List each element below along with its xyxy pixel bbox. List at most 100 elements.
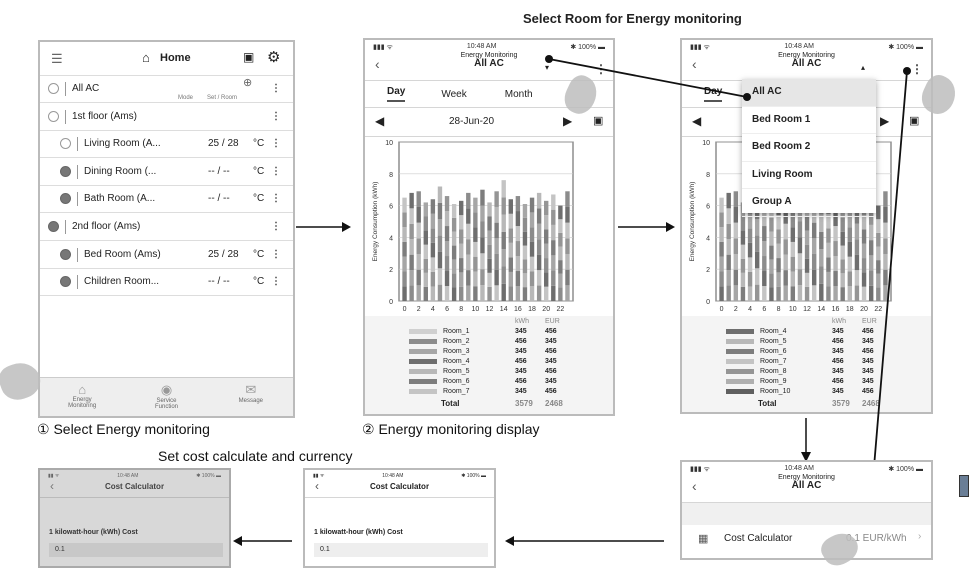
bar-segment (529, 271, 535, 287)
gear-icon[interactable]: ⚙ (267, 49, 281, 66)
bar-segment (726, 239, 731, 255)
chevron-right-icon: › (918, 531, 922, 542)
back-icon[interactable]: ‹ (315, 479, 319, 493)
bar (726, 192, 731, 301)
tab-message[interactable]: ✉Message (209, 378, 293, 416)
home-row-label: Living Room (A... (84, 138, 161, 149)
legend-kwh: 456 (515, 357, 527, 365)
home-row-label: Bed Room (Ams) (84, 249, 161, 260)
back-icon[interactable]: ‹ (375, 56, 380, 72)
total-eur: 2468 (545, 398, 563, 408)
bar (423, 202, 428, 301)
legend-kwh: 345 (515, 387, 527, 395)
row-more-icon[interactable]: ⋮ (271, 193, 281, 204)
signal-icon: ▮▮ ᯤ (313, 473, 325, 479)
row-more-icon[interactable]: ⋮ (271, 138, 281, 149)
add-icon[interactable]: ⊕ (243, 77, 253, 89)
home-row[interactable]: All AC⋮ (40, 75, 293, 103)
bar-segment (747, 213, 753, 229)
bar-segment (819, 231, 824, 250)
back-icon[interactable]: ‹ (692, 478, 697, 494)
cost-input[interactable]: 0.1 (314, 543, 488, 557)
bar-segment (811, 238, 817, 254)
more-icon[interactable]: ⋮ (911, 62, 923, 76)
date-nav: ◀ 28-Jun-20 ▶ ▣ (365, 108, 613, 137)
home-row[interactable]: 1st floor (Ams) ⋮ (40, 103, 293, 131)
cost-calculator-row[interactable]: ▦ Cost Calculator 0.1 EUR/kWh › (682, 525, 931, 555)
bar-segment (529, 227, 535, 242)
bar-segment (480, 253, 485, 270)
bar-segment (840, 273, 845, 288)
back-icon[interactable]: ‹ (692, 56, 697, 72)
tab-day[interactable]: Day (387, 86, 406, 102)
legend-swatch (409, 358, 437, 364)
legend-swatch (409, 378, 437, 384)
bar-segment (501, 180, 506, 198)
bar-segment (804, 272, 810, 287)
menu-icon[interactable]: ☰ (51, 51, 63, 66)
room-dropdown-icon[interactable]: ▴ (861, 63, 866, 72)
dropdown-item[interactable]: All AC (742, 79, 876, 107)
status-time: 10:48 AM (784, 465, 814, 472)
eur-header: EUR (545, 317, 560, 325)
bar-segment (480, 269, 485, 286)
dropdown-item[interactable]: Group A (742, 189, 876, 217)
bar-segment (861, 286, 867, 301)
bar-segment (444, 286, 450, 301)
row-more-icon[interactable]: ⋮ (271, 166, 281, 177)
home-row[interactable]: Bed Room (Ams)25 / 28°C⋮ (40, 241, 293, 269)
kwh-header: kWh (515, 317, 529, 325)
dropdown-item[interactable]: Bed Room 1 (742, 107, 876, 134)
back-icon[interactable]: ‹ (50, 479, 54, 493)
home-row[interactable]: 2nd floor (Ams)⋮ (40, 213, 293, 241)
bar-segment (847, 256, 853, 272)
schedule-icon[interactable]: ▣ (243, 50, 255, 64)
next-date-icon[interactable]: ▶ (880, 114, 890, 128)
dropdown-item[interactable]: Bed Room 2 (742, 134, 876, 162)
row-more-icon[interactable]: ⋮ (271, 221, 281, 232)
home-row[interactable]: Dining Room (...-- / --°C⋮ (40, 158, 293, 186)
calendar-icon[interactable]: ▣ (593, 115, 604, 127)
bar-segment (876, 246, 881, 261)
bar-segment (466, 192, 471, 209)
bar-segment (515, 271, 521, 287)
bar-segment (840, 217, 845, 232)
next-date-icon[interactable]: ▶ (563, 114, 573, 128)
tab-week[interactable]: Week (441, 88, 467, 100)
legend-header: kWh EUR (365, 316, 613, 326)
calendar-icon[interactable]: ▣ (909, 115, 920, 127)
home-row[interactable]: Bath Room (A...-- / --°C⋮ (40, 185, 293, 213)
home-row[interactable]: Living Room (A...25 / 28°C⋮ (40, 130, 293, 158)
bar-segment (402, 241, 407, 257)
dropdown-item[interactable]: Living Room (742, 162, 876, 189)
row-more-icon[interactable]: ⋮ (271, 276, 281, 287)
battery-text: 100% (201, 473, 215, 479)
prev-date-icon[interactable]: ◀ (375, 114, 385, 128)
prev-date-icon[interactable]: ◀ (692, 114, 702, 128)
bar (558, 205, 563, 301)
row-more-icon[interactable]: ⋮ (271, 111, 281, 122)
row-more-icon[interactable]: ⋮ (271, 249, 281, 260)
row-separator (65, 109, 66, 124)
y-tick-label: 0 (706, 299, 710, 306)
tab-month[interactable]: Month (504, 88, 533, 100)
home-row-label: 1st floor (Ams) (72, 111, 138, 122)
bar-segment (854, 270, 860, 286)
bar (544, 200, 549, 301)
row-more-icon[interactable]: ⋮ (271, 83, 281, 94)
x-tick-label: 4 (748, 306, 752, 313)
bar-segment (522, 204, 528, 218)
legend-swatch (726, 358, 754, 364)
room-dropdown-icon[interactable]: ▾ (545, 63, 550, 72)
signal-icon: ▮▮▮ ᯤ (690, 466, 710, 473)
bar-segment (416, 285, 421, 301)
bar-segment (515, 226, 521, 242)
legend-swatch (409, 388, 437, 394)
caption-step2: ② Energy monitoring display (362, 421, 540, 437)
cost-input[interactable]: 0.1 (49, 543, 223, 557)
nav-bar: ‹ Cost Calculator (305, 479, 494, 498)
tab-day[interactable]: Day (704, 86, 723, 102)
home-row[interactable]: Children Room...-- / --°C⋮ (40, 268, 293, 296)
